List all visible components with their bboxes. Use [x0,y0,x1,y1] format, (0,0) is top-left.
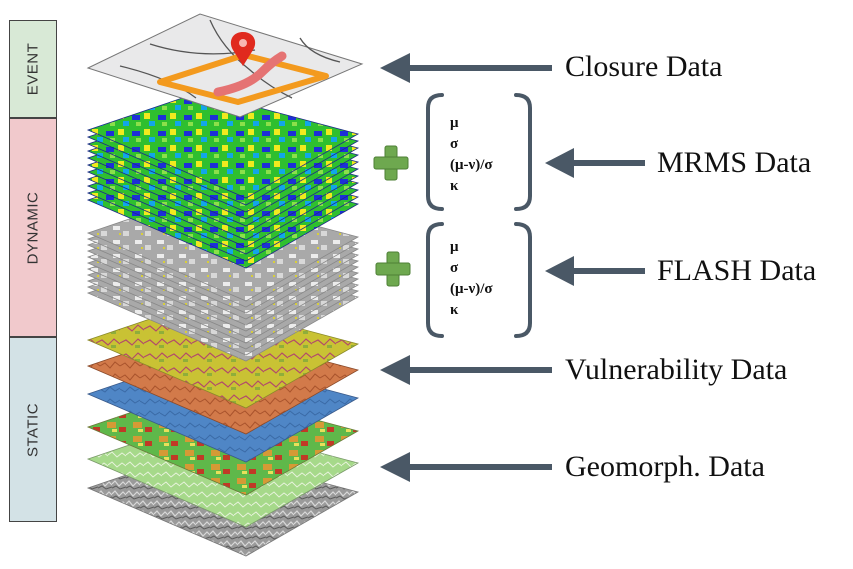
arrow-icon-mrms [545,148,645,178]
vulnerability-data-label: Vulnerability Data [565,353,788,386]
stat-kurtosis: κ [450,178,459,194]
mrms-layer-stack [86,91,360,269]
event-band: EVENT [9,20,57,118]
static-band: STATIC [9,337,57,522]
stat-kurtosis: κ [450,302,459,318]
closure-data-label: Closure Data [565,50,723,83]
stat-mean: μ [450,115,459,131]
stat-zscore: (μ-ν)/σ [450,281,493,297]
stat-std: σ [450,260,459,276]
flash-data-label: FLASH Data [657,254,817,287]
mrms-data-label: MRMS Data [657,146,812,179]
mrms-stats-bracket [426,93,532,211]
arrow-icon-geomorph [380,452,552,482]
closure-box [157,52,329,105]
plus-icon-flash [375,251,411,287]
arrow-icon-closure [380,53,552,83]
event-map-layer [86,13,364,118]
flash-stats-list: μ σ (μ-ν)/σ κ [450,237,493,321]
arrow-icon-flash [545,256,645,286]
arrow-icon-vulnerability [380,355,552,385]
geomorph-data-label: Geomorph. Data [565,450,765,483]
mrms-stats-list: μ σ (μ-ν)/σ κ [450,113,493,197]
closed-road [213,51,287,97]
stat-mean: μ [450,239,459,255]
stat-std: σ [450,136,459,152]
plus-icon-mrms [373,145,409,181]
location-pin-icon [230,32,256,66]
flash-stats-bracket [426,222,532,338]
dynamic-band: DYNAMIC [9,118,57,337]
stat-zscore: (μ-ν)/σ [450,157,493,173]
